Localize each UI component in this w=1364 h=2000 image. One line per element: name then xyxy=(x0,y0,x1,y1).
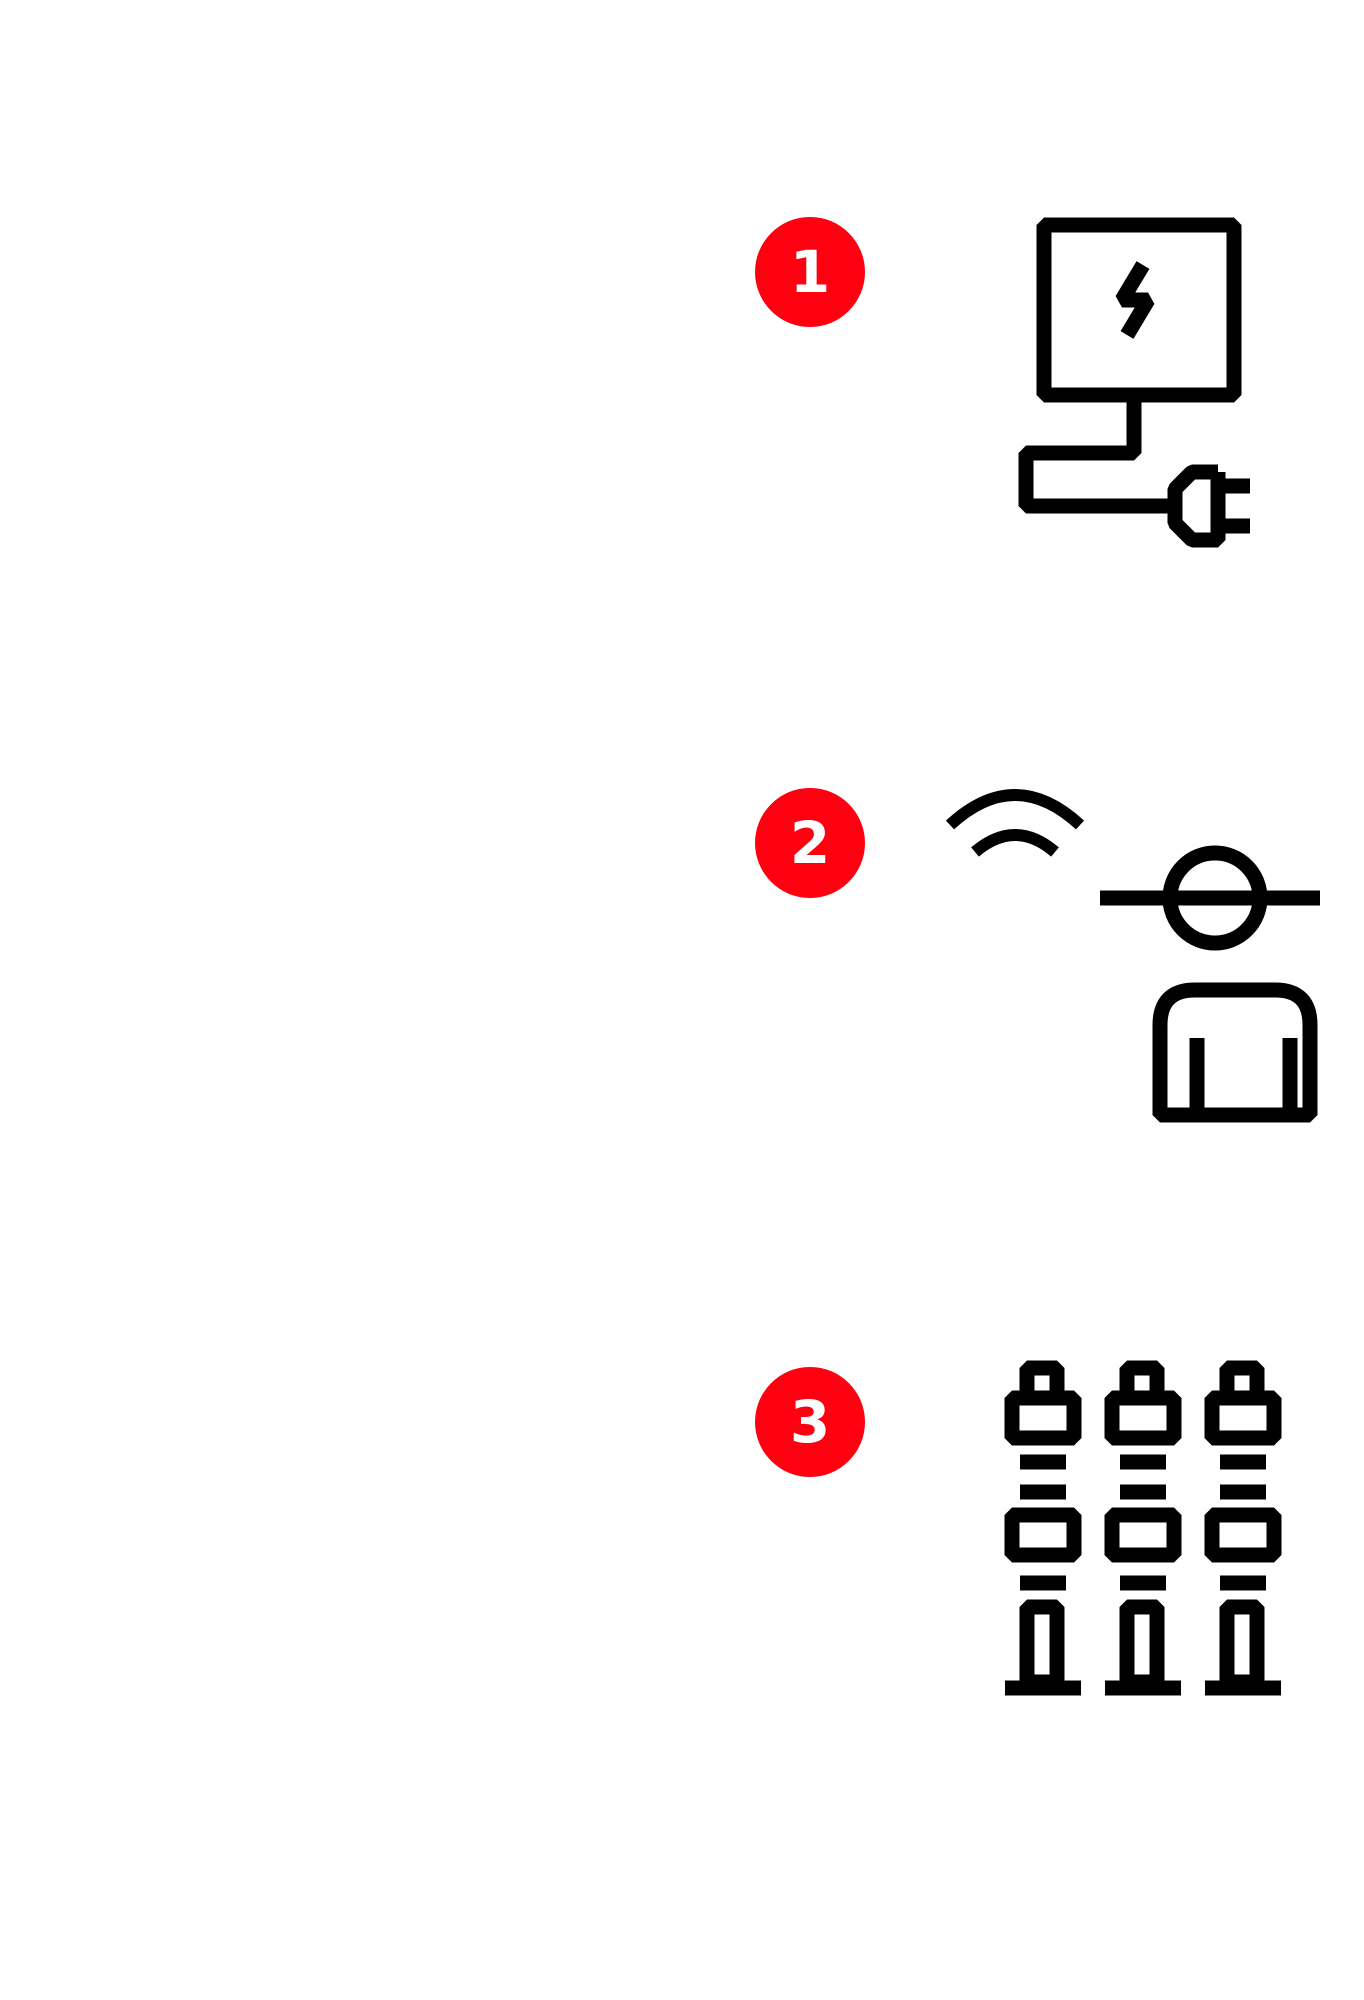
step-number-badge: 1 xyxy=(755,217,865,327)
wireless-signal-icon xyxy=(940,780,1090,860)
step-number-badge: 2 xyxy=(755,788,865,898)
step-3: 3 xyxy=(0,1340,1364,1760)
three-battery-stacks-icon xyxy=(1005,1360,1305,1700)
technician-icon xyxy=(1090,850,1290,1130)
step-number-badge: 3 xyxy=(755,1367,865,1477)
step-2: 2 xyxy=(0,760,1364,1180)
step-1: 1 xyxy=(0,0,1364,600)
monitor-with-power-plug-icon xyxy=(1010,210,1280,570)
